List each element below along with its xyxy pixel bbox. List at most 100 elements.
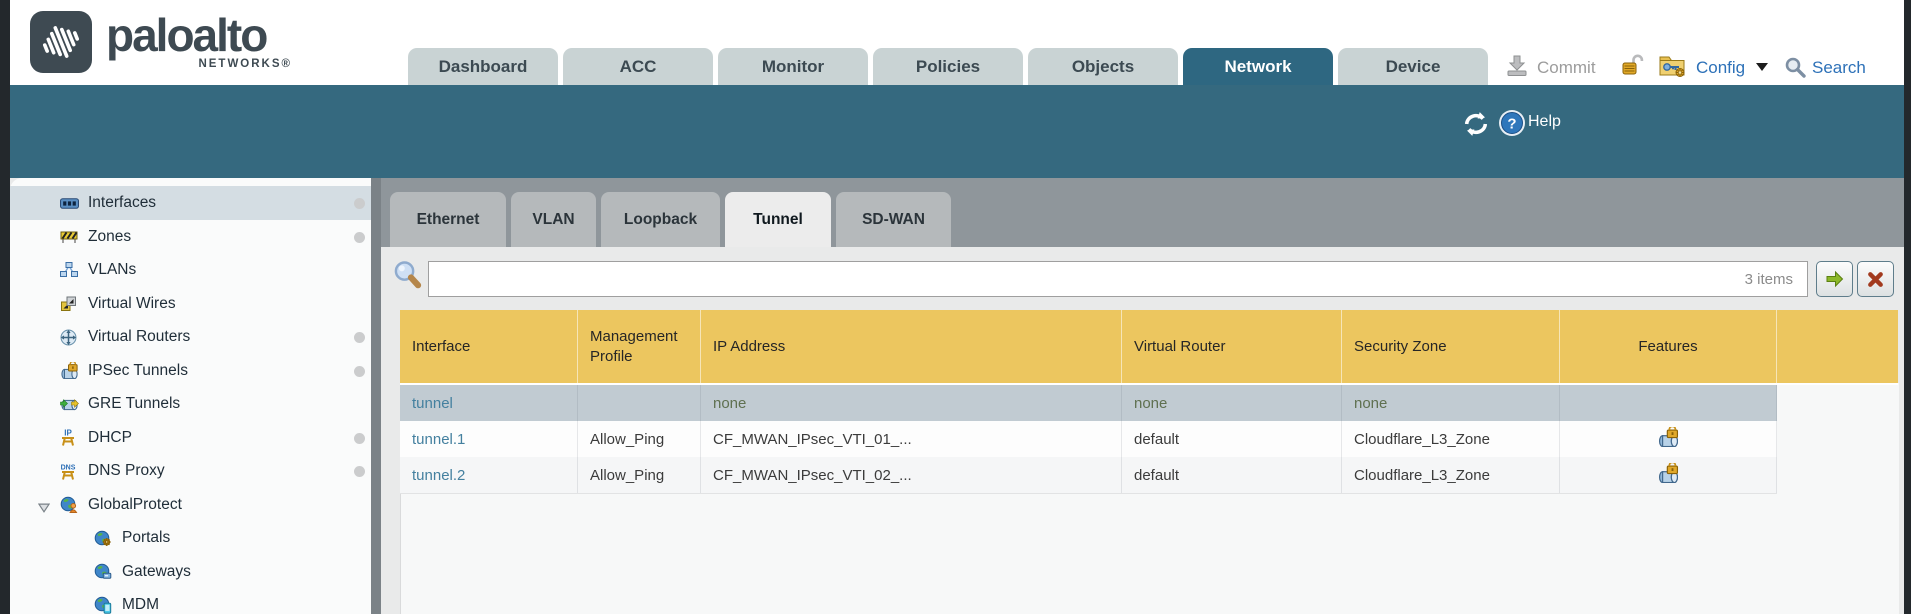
sidebar-item-virtual-routers[interactable]: Virtual Routers xyxy=(10,320,371,354)
commit-button[interactable]: Commit xyxy=(1537,58,1596,77)
window-right-edge xyxy=(1904,0,1911,614)
dns-proxy-icon: DNS xyxy=(60,461,80,481)
column-header-features[interactable]: Features xyxy=(1560,310,1777,383)
cell-value: Allow_Ping xyxy=(590,430,665,448)
column-header-interface[interactable]: Interface xyxy=(400,310,578,383)
nav-tab-dashboard[interactable]: Dashboard xyxy=(408,48,558,85)
cell-ip-address: CF_MWAN_IPsec_VTI_02_... xyxy=(701,457,1122,493)
expander-open-icon[interactable] xyxy=(37,500,51,518)
sidebar-item-mdm[interactable]: MDM xyxy=(10,588,371,614)
virtual-wires-icon xyxy=(60,294,80,314)
sidebar-item-vlans[interactable]: VLANs xyxy=(10,253,371,287)
nav-tab-monitor[interactable]: Monitor xyxy=(718,48,868,85)
cell-ip-address: none xyxy=(701,385,1122,421)
zones-icon xyxy=(60,227,80,247)
sidebar-item-label: IPSec Tunnels xyxy=(88,361,188,379)
table-row[interactable]: tunnel none none none xyxy=(400,385,1777,421)
refresh-icon[interactable] xyxy=(1462,111,1490,142)
cell-security-zone: none xyxy=(1342,385,1560,421)
column-header-ip-address[interactable]: IP Address xyxy=(701,310,1122,383)
config-icon[interactable] xyxy=(1658,52,1688,84)
search-button[interactable]: Search xyxy=(1812,58,1866,77)
svg-text:DNS: DNS xyxy=(61,464,76,471)
sidebar-item-gre-tunnels[interactable]: GRE Tunnels xyxy=(10,387,371,421)
sidebar-item-label: VLANs xyxy=(88,261,137,278)
interfaces-icon xyxy=(60,193,80,213)
status-dot xyxy=(354,365,365,377)
interface-link[interactable]: tunnel.2 xyxy=(412,466,466,484)
help-label[interactable]: Help xyxy=(1528,113,1561,130)
sidebar-item-label: Portals xyxy=(122,529,171,546)
globalprotect-icon xyxy=(60,495,80,515)
table-row[interactable]: tunnel.1 Allow_Ping CF_MWAN_IPsec_VTI_01_.… xyxy=(400,421,1777,458)
interface-link[interactable]: tunnel xyxy=(412,394,453,412)
sidebar-item-dhcp[interactable]: IP DHCP xyxy=(10,421,371,455)
cell-value: CF_MWAN_IPsec_VTI_01_... xyxy=(713,430,912,448)
cell-value: none xyxy=(713,394,747,412)
cell-value: none xyxy=(1134,394,1168,412)
cell-value: CF_MWAN_IPsec_VTI_02_... xyxy=(713,466,912,484)
cell-features xyxy=(1560,385,1777,421)
sidebar-item-zones[interactable]: Zones xyxy=(10,220,371,254)
gateways-icon xyxy=(94,562,114,582)
sidebar-item-virtual-wires[interactable]: Virtual Wires xyxy=(10,287,371,321)
nav-tab-device[interactable]: Device xyxy=(1338,48,1488,85)
lock-open-icon[interactable] xyxy=(1620,53,1644,84)
config-menu[interactable]: Config xyxy=(1696,58,1746,77)
chevron-down-icon[interactable] xyxy=(1756,63,1768,71)
brand-subtext: NETWORKS® xyxy=(198,58,292,70)
commit-icon[interactable] xyxy=(1504,54,1530,83)
sidebar-item-label: Interfaces xyxy=(88,194,157,211)
column-header-management-profile[interactable]: Management Profile xyxy=(578,310,701,383)
nav-tab-acc[interactable]: ACC xyxy=(563,48,713,85)
gre-tunnels-icon xyxy=(60,394,80,414)
subtab-sd-wan[interactable]: SD-WAN xyxy=(836,192,951,247)
help-icon[interactable]: ? xyxy=(1498,109,1526,142)
cell-management-profile: Allow_Ping xyxy=(578,421,701,457)
sidebar-item-ipsec-tunnels[interactable]: IPSec Tunnels xyxy=(10,354,371,388)
cell-value: Cloudflare_L3_Zone xyxy=(1354,430,1490,448)
subtab-vlan[interactable]: VLAN xyxy=(511,192,596,247)
filter-input[interactable] xyxy=(428,261,1808,297)
clear-filter-button[interactable] xyxy=(1857,261,1894,297)
status-dot xyxy=(354,198,365,209)
nav-tab-network[interactable]: Network xyxy=(1183,48,1333,85)
cell-management-profile xyxy=(578,385,701,421)
sidebar-item-label: GRE Tunnels xyxy=(88,395,181,412)
nav-tab-policies[interactable]: Policies xyxy=(873,48,1023,85)
cell-security-zone: Cloudflare_L3_Zone xyxy=(1342,457,1560,493)
vlans-icon xyxy=(60,260,80,280)
cell-value: Cloudflare_L3_Zone xyxy=(1354,466,1490,484)
dhcp-icon: IP xyxy=(60,428,80,448)
secondary-band: ? Help xyxy=(10,85,1904,178)
column-header-security-zone[interactable]: Security Zone xyxy=(1342,310,1560,383)
tunnel-lock-icon xyxy=(1657,461,1680,487)
subtab-loopback[interactable]: Loopback xyxy=(601,192,720,247)
interface-link[interactable]: tunnel.1 xyxy=(412,430,466,448)
nav-tab-objects[interactable]: Objects xyxy=(1028,48,1178,85)
sidebar-item-interfaces[interactable]: Interfaces xyxy=(10,186,371,220)
subtab-ethernet[interactable]: Ethernet xyxy=(390,192,506,247)
sidebar-item-portals[interactable]: Portals xyxy=(10,521,371,555)
status-dot xyxy=(354,231,365,243)
apply-filter-button[interactable] xyxy=(1816,261,1853,297)
sidebar-scrollbar[interactable] xyxy=(371,178,381,614)
cell-features xyxy=(1560,421,1777,457)
tunnel-lock-icon xyxy=(1657,425,1680,451)
subtab-tunnel[interactable]: Tunnel xyxy=(725,192,831,247)
cell-interface: tunnel xyxy=(400,385,578,421)
red-x-icon xyxy=(1868,271,1883,287)
search-icon[interactable] xyxy=(1784,56,1806,83)
column-header-virtual-router[interactable]: Virtual Router xyxy=(1122,310,1342,383)
cell-value: none xyxy=(1354,394,1388,412)
brand-wordmark: paloalto xyxy=(106,9,268,61)
sidebar-item-label: DHCP xyxy=(88,428,132,446)
sidebar-item-gateways[interactable]: Gateways xyxy=(10,555,371,589)
sidebar-item-globalprotect[interactable]: GlobalProtect xyxy=(10,488,371,522)
cell-interface: tunnel.2 xyxy=(400,457,578,493)
cell-interface: tunnel.1 xyxy=(400,421,578,457)
